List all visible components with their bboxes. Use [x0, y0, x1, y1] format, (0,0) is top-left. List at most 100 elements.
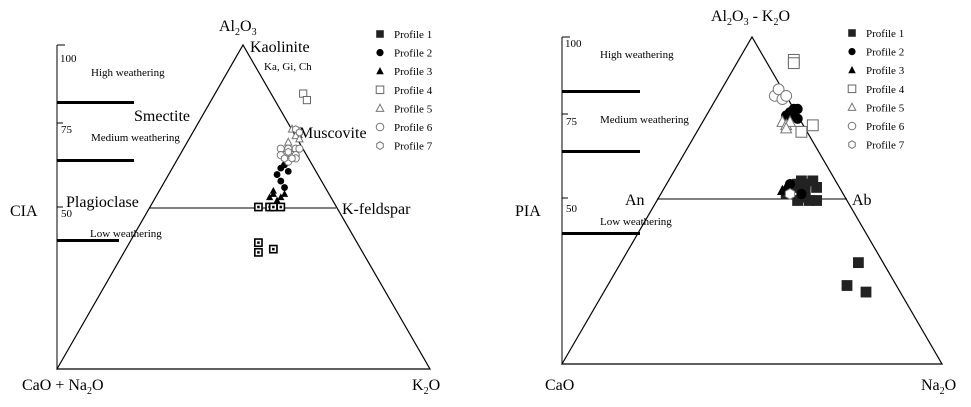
cia-point-3	[266, 193, 274, 201]
pia-zone-high: High weathering	[600, 49, 674, 61]
pia-legend-marker-4	[847, 84, 857, 94]
cia-zone-low: Low weathering	[90, 228, 162, 240]
cia-legend-marker-5	[375, 103, 385, 112]
cia-legend-label-6: Profile 6	[394, 122, 433, 134]
cia-legend-label-1: Profile 1	[394, 29, 432, 41]
pia-vertex-left: CaO	[545, 377, 574, 394]
cia-point-7	[295, 128, 304, 137]
cia-tick-50: 50	[61, 208, 73, 220]
cia-mineral-kaolinite-sub: Ka, Gi, Ch	[264, 61, 312, 73]
pia-point-1	[811, 195, 822, 206]
cia-point-3	[277, 193, 285, 201]
pia-legend-label-1: Profile 1	[866, 28, 904, 40]
pia-point-2	[792, 103, 803, 115]
cia-point-1	[268, 244, 278, 254]
pia-point-7	[784, 187, 796, 200]
cia-zone-high: High weathering	[91, 67, 165, 79]
cia-point-5	[283, 137, 293, 146]
cia-legend-marker-3	[376, 67, 384, 75]
pia-points	[768, 53, 872, 298]
cia-point-1	[276, 202, 286, 212]
cia-point-7	[288, 154, 296, 163]
pia-point-4	[795, 125, 808, 138]
pia-point-2	[796, 188, 807, 200]
pia-point-1	[841, 280, 853, 291]
cia-legend-label-2: Profile 2	[394, 48, 432, 60]
pia-legend-label-5: Profile 5	[866, 102, 905, 114]
pia-legend-marker-1	[848, 29, 856, 37]
cia-legend-marker-1	[376, 30, 384, 38]
pia-point-1	[811, 182, 822, 193]
cia-vertex-right: K2O	[412, 377, 440, 397]
cia-tick-100: 100	[60, 53, 77, 65]
pia-zone-bar	[562, 232, 640, 235]
pia-tick-75: 75	[566, 116, 578, 128]
cia-legend-label-4: Profile 4	[394, 85, 433, 97]
cia-tick-75: 75	[61, 124, 73, 136]
pia-point-1	[799, 178, 811, 190]
cia-point-2	[284, 167, 292, 175]
pia-point-5	[779, 121, 793, 134]
cia-mineral-muscovite: Muscovite	[299, 125, 367, 142]
cia-points	[254, 89, 312, 257]
cia-mineral-plagioclase: Plagioclase	[66, 194, 139, 211]
cia-legend-label-7: Profile 7	[394, 141, 433, 153]
pia-point-2	[792, 113, 803, 124]
pia-point-1	[807, 175, 819, 187]
pia-point-4	[806, 119, 819, 132]
cia-point-7	[284, 147, 292, 157]
cia-point-1	[254, 202, 263, 212]
pia-legend-marker-7	[848, 140, 856, 149]
cia-point-1	[254, 238, 263, 248]
pia-legend-marker-2	[848, 48, 856, 56]
cia-vertex-left: CaO + Na2O	[22, 377, 104, 397]
pia-point-1	[803, 195, 815, 206]
cia-point-4	[302, 95, 312, 105]
pia-legend-marker-5	[847, 102, 857, 111]
cia-mineral-kaolinite: Kaolinite	[250, 39, 310, 56]
cia-legend-marker-4	[375, 85, 385, 95]
cia-point-7	[280, 154, 289, 163]
cia-triangle	[55, 43, 432, 370]
cia-point-6	[295, 144, 304, 153]
pia-zone-bar	[562, 150, 640, 153]
cia-mineral-smectite: Smectite	[134, 108, 190, 125]
cia-point-2	[277, 177, 285, 185]
cia-chart: 100 75 50 High weathering Medium weather…	[10, 18, 440, 397]
pia-legend-label-7: Profile 7	[866, 140, 905, 152]
pia-vertex-right: Na2O	[921, 377, 956, 397]
cia-zone-medium: Medium weathering	[91, 132, 180, 144]
cia-legend-marker-7	[376, 141, 384, 150]
cia-point-1	[254, 247, 263, 257]
pia-mineral-ab: Ab	[852, 192, 872, 209]
pia-triangle	[560, 35, 944, 365]
pia-legend-label-6: Profile 6	[866, 121, 905, 133]
pia-point-1	[792, 195, 803, 206]
cia-zone-bar	[57, 159, 134, 162]
cia-point-3	[273, 196, 281, 204]
cia-mineral-kfeldspar: K-feldspar	[342, 201, 411, 218]
pia-chart: 100 75 50 High weathering Medium weather…	[515, 8, 956, 397]
pia-point-4	[787, 57, 800, 70]
pia-point-1	[853, 257, 864, 269]
pia-vertex-top: Al2O3 - K2O	[711, 8, 790, 28]
cia-zone-bar	[57, 239, 119, 242]
pia-zone-medium: Medium weathering	[600, 114, 689, 126]
cia-legend-marker-6	[375, 122, 385, 132]
pia-tick-100: 100	[565, 38, 582, 50]
pia-axis-label: PIA	[515, 203, 541, 220]
cia-point-5	[295, 133, 304, 143]
cia-point-1	[268, 202, 278, 212]
pia-legend-marker-3	[848, 66, 856, 74]
cia-legend-marker-2	[376, 49, 384, 57]
cia-axis-label: CIA	[10, 203, 38, 220]
pia-zone-bar	[562, 90, 640, 93]
cia-zone-bar	[57, 101, 134, 104]
pia-mineral-an: An	[625, 192, 645, 209]
pia-legend-label-4: Profile 4	[866, 84, 905, 96]
cia-legend-label-5: Profile 5	[394, 103, 433, 115]
pia-zone-low: Low weathering	[600, 216, 672, 228]
